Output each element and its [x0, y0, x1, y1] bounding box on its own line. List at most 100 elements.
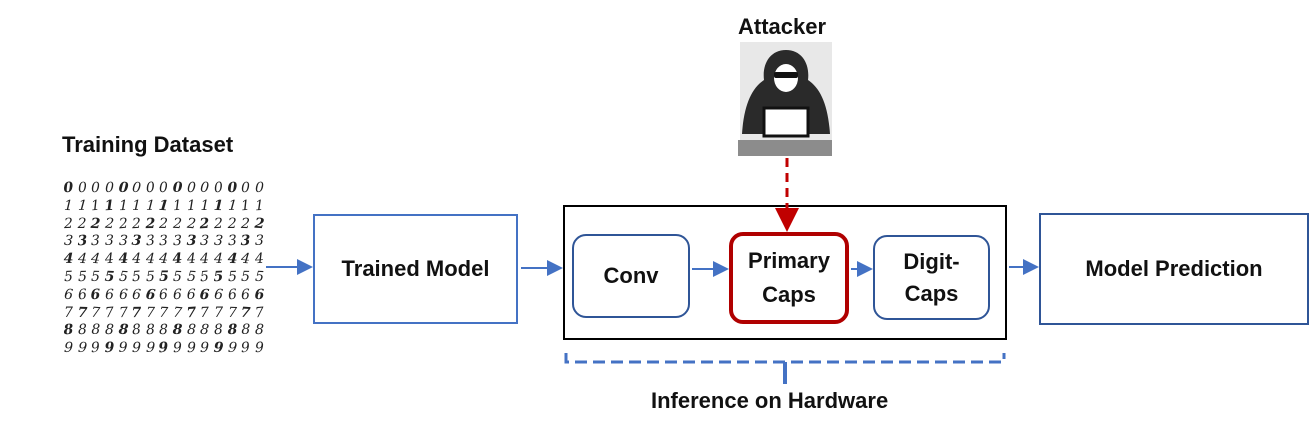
digit-sample: 3 — [145, 233, 156, 250]
digit-sample: 2 — [159, 215, 169, 232]
digit-sample: 3 — [213, 233, 224, 250]
digit-sample: 8 — [241, 322, 251, 339]
digit-sample: 8 — [254, 322, 265, 339]
digit-sample: 1 — [240, 197, 251, 215]
primary-caps-box: Primary Caps — [729, 232, 849, 324]
digit-sample: 7 — [159, 304, 169, 321]
digit-sample: 0 — [62, 179, 74, 197]
digit-caps-label-line2: Caps — [904, 280, 959, 306]
digit-sample: 5 — [199, 268, 210, 286]
digit-sample: 1 — [172, 197, 183, 215]
digit-sample: 1 — [200, 197, 210, 214]
digit-sample: 2 — [131, 215, 142, 232]
digit-sample: 7 — [200, 304, 210, 321]
digit-sample: 2 — [254, 215, 265, 232]
digit-sample: 1 — [186, 197, 196, 214]
digit-sample: 7 — [240, 304, 252, 321]
digit-sample: 8 — [213, 322, 224, 339]
hardware-bracket — [564, 353, 1006, 364]
digit-sample: 2 — [145, 215, 156, 232]
digit-sample: 8 — [145, 322, 156, 339]
digit-sample: 1 — [132, 197, 142, 214]
digit-sample: 7 — [77, 304, 88, 321]
digit-sample: 7 — [172, 304, 183, 321]
digit-sample: 6 — [172, 286, 183, 303]
digit-sample: 8 — [104, 322, 115, 339]
digit-sample: 9 — [227, 339, 238, 357]
digit-sample: 0 — [226, 179, 238, 197]
digit-sample: 5 — [91, 268, 101, 286]
model-prediction-box: Model Prediction — [1039, 213, 1309, 325]
digit-sample: 9 — [77, 339, 88, 357]
digit-sample: 8 — [63, 322, 74, 339]
digit-caps-box: Digit- Caps — [873, 235, 990, 320]
digit-sample: 5 — [117, 268, 129, 286]
digit-sample: 8 — [227, 322, 238, 339]
digit-sample: 3 — [159, 233, 169, 250]
digit-sample: 4 — [240, 250, 252, 268]
digit-sample: 5 — [131, 268, 142, 286]
digit-sample: 6 — [158, 286, 169, 304]
digit-sample: 8 — [131, 322, 142, 339]
digit-sample: 1 — [254, 197, 265, 215]
digit-sample: 2 — [77, 215, 87, 232]
digit-sample: 4 — [90, 250, 101, 268]
digit-sample: 8 — [91, 322, 101, 339]
digit-sample: 0 — [104, 179, 115, 197]
digit-sample: 7 — [118, 304, 128, 321]
digit-sample: 0 — [199, 179, 210, 197]
digit-sample: 8 — [117, 322, 129, 339]
digit-sample: 2 — [172, 215, 183, 232]
digit-sample: 8 — [172, 322, 183, 339]
digit-sample: 0 — [91, 179, 101, 197]
digit-sample: 4 — [200, 251, 210, 268]
digit-sample: 2 — [104, 215, 115, 232]
digit-sample: 6 — [186, 286, 196, 303]
digit-sample: 6 — [118, 286, 128, 303]
digit-sample: 4 — [63, 251, 74, 268]
digit-sample: 4 — [171, 250, 184, 268]
digit-sample: 5 — [104, 268, 115, 286]
digit-sample: 4 — [226, 250, 238, 268]
attacker-label: Attacker — [738, 14, 827, 39]
digit-sample: 7 — [185, 304, 197, 321]
training-dataset-label: Training Dataset — [62, 132, 234, 157]
digit-sample: 9 — [200, 340, 210, 357]
digit-sample: 1 — [90, 197, 101, 215]
digit-sample: 5 — [254, 268, 265, 286]
primary-caps-label-line1: Primary — [748, 248, 830, 273]
digit-sample: 6 — [76, 286, 88, 304]
digit-sample: 7 — [145, 304, 155, 321]
digit-sample: 3 — [173, 233, 183, 250]
digit-sample: 6 — [63, 286, 74, 304]
digit-sample: 8 — [77, 322, 87, 339]
digit-sample: 4 — [213, 251, 224, 268]
digit-sample: 6 — [240, 286, 251, 304]
conv-label: Conv — [603, 263, 659, 288]
digit-sample: 0 — [186, 179, 197, 197]
digit-sample: 9 — [172, 339, 183, 357]
digit-sample: 3 — [255, 233, 264, 250]
digit-sample: 2 — [63, 215, 74, 232]
digit-sample: 6 — [131, 286, 142, 304]
digit-sample: 6 — [226, 286, 238, 304]
inference-hardware-caption: Inference on Hardware — [651, 388, 889, 413]
digit-sample: 1 — [118, 197, 128, 214]
digit-sample: 0 — [117, 179, 129, 197]
digit-sample: 2 — [90, 215, 101, 232]
digit-sample: 9 — [104, 340, 115, 357]
digit-sample: 7 — [90, 304, 101, 321]
digit-sample: 4 — [77, 250, 88, 268]
digit-sample: 9 — [240, 339, 251, 357]
digit-sample: 6 — [254, 286, 265, 303]
digit-sample: 0 — [213, 179, 224, 197]
digit-sample: 3 — [118, 233, 128, 250]
digit-caps-label-line1: Digit- — [903, 248, 960, 274]
digit-sample: 6 — [104, 286, 114, 303]
